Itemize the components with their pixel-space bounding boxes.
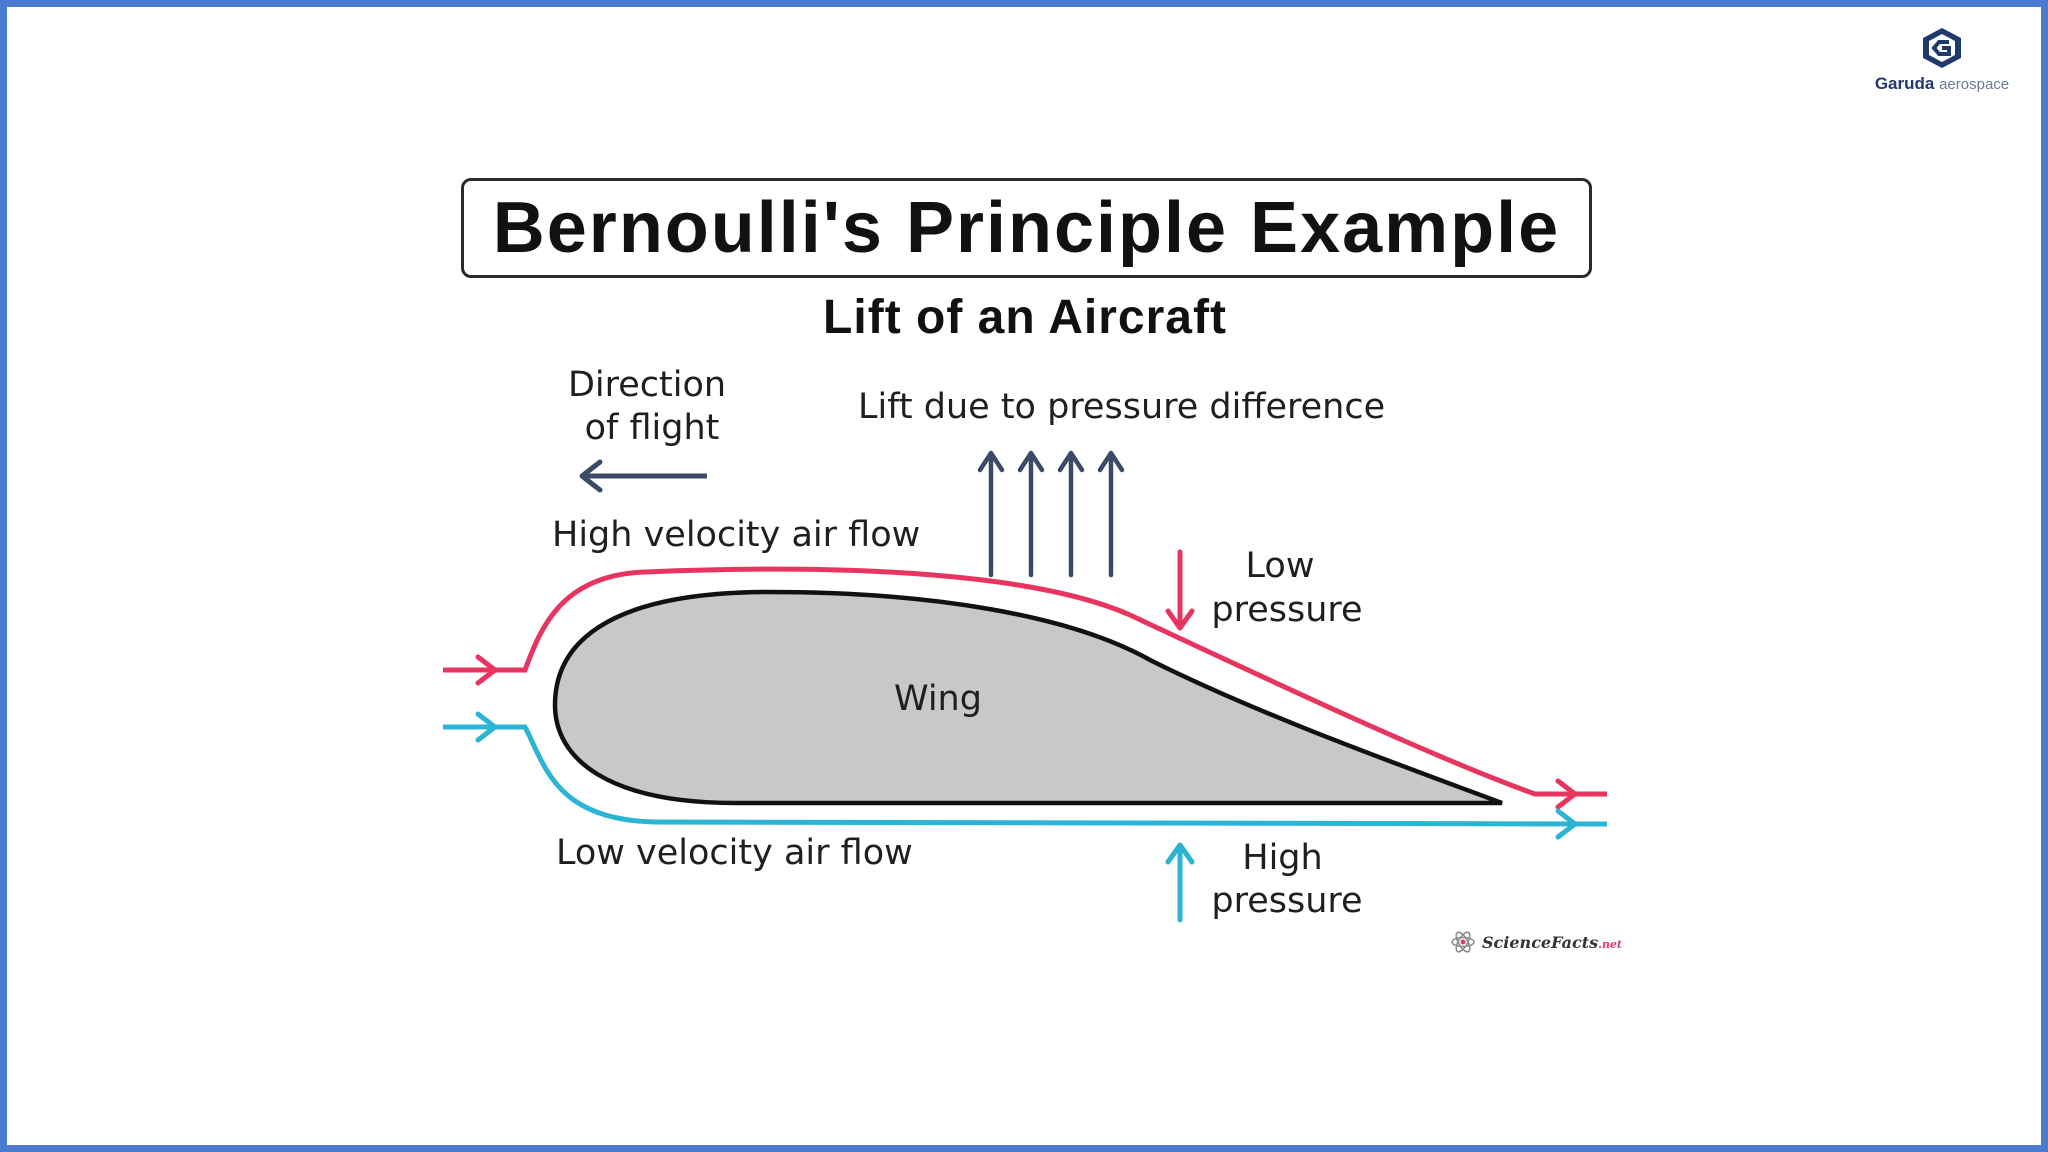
logo-brand: Garuda [1874, 74, 1935, 93]
sciencefacts-credit: ScienceFacts.net [1450, 928, 1622, 956]
low-pressure-label-line2: pressure [1211, 590, 1363, 630]
high-pressure-arrowhead [1165, 842, 1195, 865]
high-pressure-label-line1: High [1242, 838, 1323, 878]
credit-tld: .net [1598, 937, 1623, 951]
wing-label: Wing [894, 679, 982, 719]
direction-label-line1: Direction [567, 365, 727, 405]
atom-icon [1451, 931, 1475, 953]
lower-flow-outlet-arrowhead [1555, 808, 1578, 840]
garuda-logo: Garuda aerospace [1862, 26, 2022, 106]
lift-arrows [977, 450, 1125, 578]
low-pressure-label-line1: Low [1245, 546, 1315, 586]
lower-flow-inlet-arrowhead [475, 711, 498, 743]
upper-flow-inlet-arrowhead [475, 654, 498, 686]
wing-shape [552, 589, 1503, 806]
upper-flow-line [443, 566, 1607, 797]
high-velocity-label: High velocity air flow [552, 515, 921, 555]
low-velocity-label: Low velocity air flow [556, 833, 913, 873]
direction-label-line2: of flight [584, 408, 720, 448]
diagram-subtitle: Lift of an Aircraft [823, 291, 1227, 344]
page-title: Bernoulli's Principle Example [492, 188, 1561, 268]
garuda-logo-icon [1923, 28, 1961, 68]
lift-label: Lift due to pressure difference [858, 387, 1386, 427]
low-pressure-arrowhead [1165, 608, 1195, 631]
high-pressure-label-line2: pressure [1211, 881, 1363, 921]
upper-flow-outlet-arrowhead [1555, 778, 1578, 810]
direction-arrowhead [579, 459, 603, 493]
credit-name: ScienceFacts [1482, 932, 1599, 952]
title-box: Bernoulli's Principle Example [461, 178, 1592, 278]
lower-flow-line [443, 724, 1608, 827]
logo-suffix: aerospace [1939, 76, 2010, 93]
